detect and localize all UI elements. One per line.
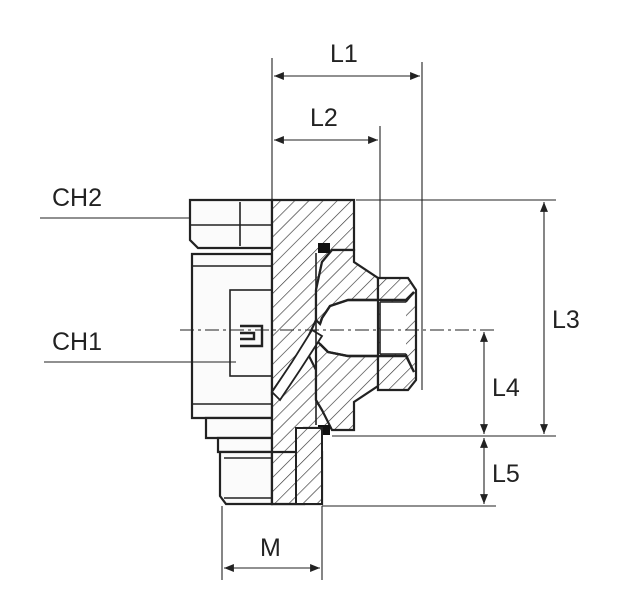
label-m: M bbox=[260, 534, 281, 562]
label-l5: L5 bbox=[492, 460, 520, 488]
lower-collar bbox=[204, 416, 274, 454]
stud-section bbox=[270, 427, 324, 506]
label-l3: L3 bbox=[552, 306, 580, 334]
section-banjo bbox=[270, 198, 380, 506]
hex-nut-ch2 bbox=[188, 198, 274, 250]
center-lines bbox=[180, 58, 496, 331]
label-l4: L4 bbox=[492, 374, 520, 402]
extension-lines bbox=[40, 62, 556, 580]
banjo-body-ch1 bbox=[190, 252, 274, 420]
threaded-stud bbox=[218, 450, 274, 506]
label-ch1: CH1 bbox=[52, 328, 102, 356]
label-ch2: CH2 bbox=[52, 184, 102, 212]
label-l1: L1 bbox=[330, 40, 358, 68]
label-l2: L2 bbox=[310, 104, 338, 132]
outlet-port bbox=[376, 276, 418, 392]
dimension-lines bbox=[224, 72, 548, 572]
